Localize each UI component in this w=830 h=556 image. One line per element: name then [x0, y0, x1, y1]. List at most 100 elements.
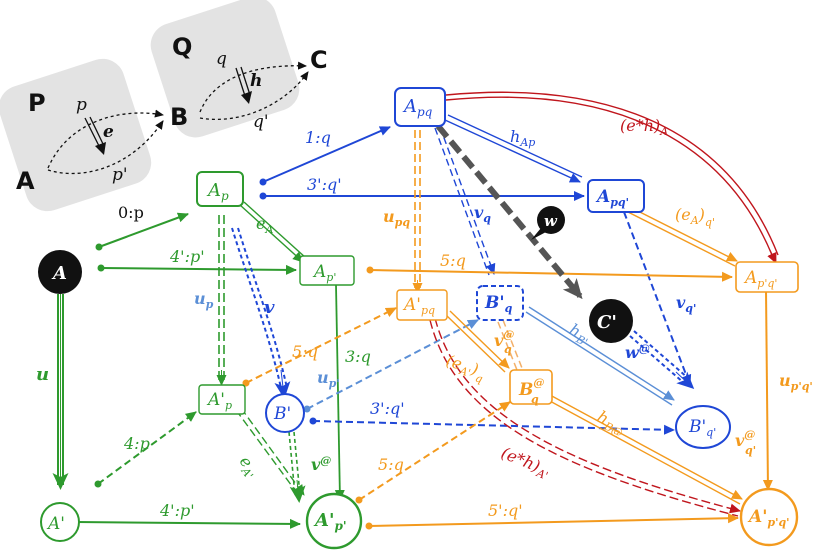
label-up-prime: up'	[317, 368, 340, 390]
arrow-upqpq	[762, 289, 773, 491]
node-B-prime-label: B'	[273, 404, 291, 424]
arrow-v-head	[274, 369, 291, 399]
inset-arrow-q-prime	[199, 71, 309, 120]
arrow-4p	[97, 411, 197, 485]
label-vqprime: vq'	[676, 293, 696, 315]
inset-Q: Q	[172, 33, 192, 61]
arrow-eApq-b	[449, 310, 510, 369]
inset-2cell-h-a	[235, 67, 246, 97]
node-Ap	[196, 171, 244, 207]
arrow-hAp-b	[447, 114, 583, 178]
arrow-w-grey	[435, 124, 583, 300]
arrow-3q	[306, 319, 479, 410]
label-ehAprime: (e*h)A'	[497, 443, 553, 483]
arrow-vatq-a	[497, 321, 518, 371]
node-w	[537, 206, 565, 234]
node-B-prime-q-prime	[675, 405, 731, 449]
arrow-v-at-b	[293, 431, 301, 496]
label-v-at: v@	[311, 454, 331, 474]
arrow-5q-mid	[245, 307, 397, 384]
inset-2cell-h-b	[240, 66, 251, 96]
arrow-ehAprime-a	[429, 319, 739, 517]
node-B-at-q-sub: q	[531, 393, 539, 406]
node-Ap-prime-q-prime	[735, 261, 799, 293]
arrow-5pqp	[368, 513, 739, 527]
label-eAprime: eA'	[233, 452, 263, 481]
arrow-ehA-head	[767, 249, 777, 264]
inset-label-h: h	[250, 71, 262, 91]
arrow-hAp	[444, 119, 581, 183]
node-Ap-prime	[299, 255, 355, 286]
arrow-1q	[262, 126, 391, 183]
node-Apq-prime-label: Apq'	[595, 187, 629, 209]
label-3pqp-low: 3':q'	[370, 399, 405, 418]
arrow-eAprime-b	[240, 407, 305, 496]
node-B-prime-q-label: B'q	[484, 293, 513, 315]
node-A-prime-p-prime-q-prime-label: A'p'q'	[747, 507, 790, 529]
arrow-vqprime	[623, 211, 692, 386]
arrow-hB-b	[528, 306, 675, 401]
arrow-eAprime-a	[235, 409, 301, 498]
label-upq: upq	[383, 207, 410, 229]
node-C-prime-label: C'	[597, 312, 617, 333]
arrow-4pp	[100, 264, 297, 275]
label-vatq-sub: q	[504, 343, 512, 356]
label-5q-mid: 5:q	[292, 342, 318, 361]
inset-2cell-e-a	[84, 117, 101, 149]
arrow-eA-b	[243, 201, 307, 259]
inset-2cell-h-head	[241, 91, 252, 104]
node-Ap-label: Ap	[206, 180, 229, 203]
arrow-4pp-low	[75, 518, 301, 529]
arrow-w-at-a	[629, 335, 685, 384]
node-B-prime-q	[476, 285, 524, 321]
arrow-vq-b	[439, 126, 496, 275]
node-w-tail	[531, 228, 546, 240]
arrow-w-at-head	[675, 371, 695, 390]
node-A-prime-label: A'	[46, 514, 65, 534]
arrow-ehA-a	[445, 96, 773, 256]
label-4pp: 4':p'	[169, 247, 205, 266]
label-vatqprime-sub: q'	[745, 444, 756, 457]
label-u: u	[36, 364, 49, 385]
label-4p: 4:p	[123, 434, 150, 453]
arrow-vq-a	[434, 127, 490, 276]
arrow-vatq-b	[502, 319, 523, 369]
arrow-eA	[239, 204, 304, 263]
inset-label-p: p	[76, 95, 87, 115]
node-A	[38, 250, 82, 294]
label-eAqp: (eA)q'	[675, 205, 715, 229]
node-B-prime	[265, 393, 305, 433]
node-Apq-prime	[587, 179, 645, 213]
node-A-prime-p	[198, 384, 246, 415]
node-B-prime-q-prime-label: B'q'	[688, 417, 716, 439]
arrow-v-at-c	[289, 479, 306, 503]
arrow-eApq-a	[445, 314, 506, 373]
arrow-ehA-b	[445, 91, 779, 256]
arrow-w-at-b	[633, 330, 689, 379]
node-A-prime-p-prime-label: A'p'	[313, 510, 347, 533]
label-5q-low: 5:q	[378, 455, 404, 474]
label-vatq: v@	[494, 328, 514, 350]
inset-label-q: q	[216, 49, 227, 69]
arrow-v-b	[237, 227, 288, 389]
node-A-prime-p-label: A'p	[206, 390, 232, 412]
label-eA: eA	[256, 214, 273, 236]
arrow-3pqp-low	[312, 420, 675, 435]
node-A-prime-p-prime-q-prime	[739, 487, 799, 547]
label-up: up	[194, 289, 214, 311]
inset-arrow-q	[199, 61, 307, 113]
label-vq: vq	[474, 203, 491, 225]
inset-label-q-prime: q'	[253, 112, 269, 132]
arrow-0p	[98, 212, 189, 248]
node-Ap-prime-label: Ap'	[312, 262, 336, 284]
label-1q: 1:q	[305, 128, 331, 147]
arrow-eAqp-b	[625, 204, 738, 262]
label-4pp-low: 4':p'	[159, 501, 195, 520]
label-v: v	[264, 297, 275, 318]
inset-C: C	[310, 46, 328, 74]
inset-A: A	[16, 167, 35, 195]
node-B-at-q	[509, 369, 553, 405]
label-0p: 0:p	[118, 203, 144, 222]
